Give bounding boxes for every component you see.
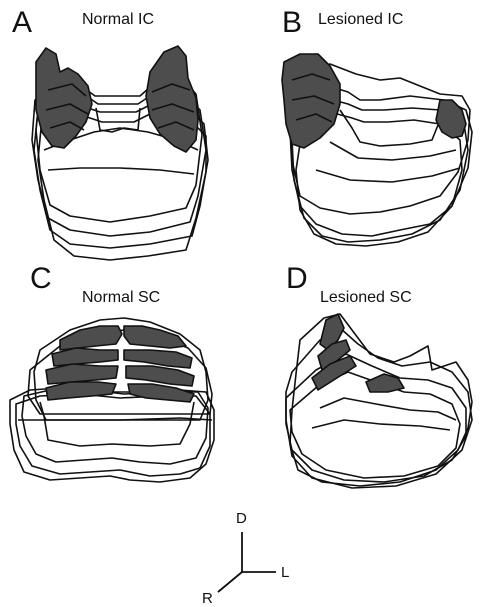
panel-d-tracings bbox=[286, 314, 472, 488]
rostral-axis-line bbox=[218, 572, 242, 592]
orientation-axes bbox=[218, 532, 276, 592]
panel-c-lesions bbox=[46, 326, 194, 402]
dorsal-label: D bbox=[236, 511, 247, 526]
lesion-region bbox=[128, 384, 194, 402]
panel-d-lesions bbox=[312, 314, 404, 392]
sc-inner-contour bbox=[320, 398, 456, 420]
panel-a-lesions bbox=[36, 46, 198, 152]
lateral-label: L bbox=[281, 565, 289, 580]
lesion-region bbox=[146, 46, 198, 152]
lesion-region bbox=[46, 364, 118, 384]
ic-inner-contour bbox=[340, 110, 440, 146]
lesion-region bbox=[52, 348, 118, 366]
sc-inner-contour bbox=[312, 420, 450, 430]
lesion-region bbox=[126, 366, 194, 386]
rostral-label: R bbox=[202, 591, 213, 606]
sc-section-outline bbox=[286, 354, 466, 482]
sc-inner-contour bbox=[40, 402, 194, 446]
lesion-region bbox=[124, 326, 186, 348]
ic-inner-contour bbox=[316, 168, 460, 182]
lesion-region bbox=[36, 48, 92, 148]
lesion-region bbox=[282, 54, 340, 148]
lesion-region bbox=[436, 100, 466, 138]
sc-section-outline bbox=[16, 394, 210, 476]
panel-b-lesions bbox=[282, 54, 466, 148]
ic-inner-contour bbox=[48, 168, 194, 174]
